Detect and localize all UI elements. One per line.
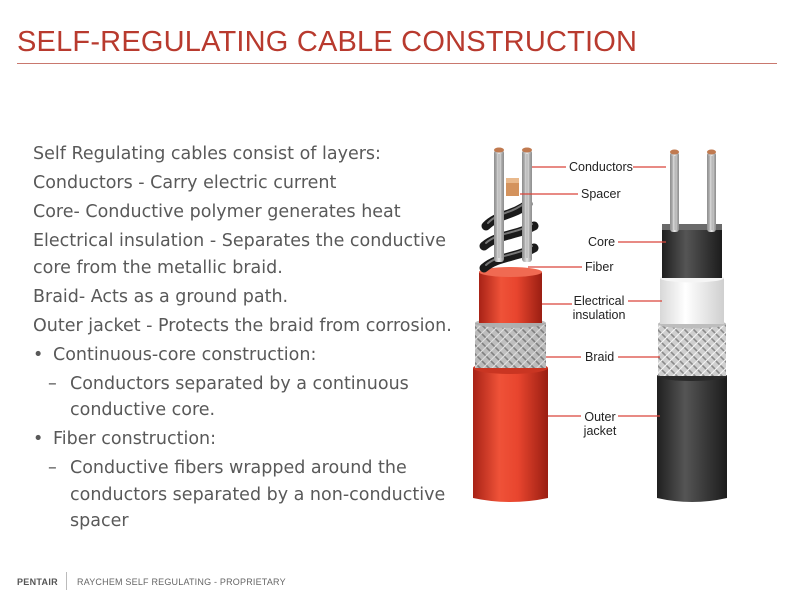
footer-divider xyxy=(66,572,67,590)
footer-text: RAYCHEM SELF REGULATING - PROPRIETARY xyxy=(77,577,286,587)
bullet-fiber-construction: Fiber construction: xyxy=(33,426,473,453)
label-conductors: Conductors xyxy=(569,160,633,174)
bullet-continuous-core: Continuous-core construction: xyxy=(33,342,473,369)
braid-line: Braid- Acts as a ground path. xyxy=(33,286,289,307)
label-outer: Outer xyxy=(584,410,615,424)
label-jacket: jacket xyxy=(583,424,617,438)
jacket-line: Outer jacket - Protects the braid from c… xyxy=(33,315,452,336)
core-line: Core- Conductive polymer generates heat xyxy=(33,202,401,222)
intro-line: Self Regulating cables consist of layers… xyxy=(33,144,381,164)
title-divider xyxy=(17,63,777,64)
body-text: Self Regulating cables consist of layers… xyxy=(33,141,473,537)
sub-bullet-fiber-construction: Conductive fibers wrapped around the con… xyxy=(33,455,473,535)
label-insulation: insulation xyxy=(573,308,626,322)
leader-lines xyxy=(520,166,666,417)
continuous-core-cable xyxy=(657,149,727,502)
label-fiber: Fiber xyxy=(585,260,613,274)
conductors-line: Conductors - Carry electric current xyxy=(33,173,337,193)
label-braid: Braid xyxy=(585,350,614,364)
slide-title: SELF-REGULATING CABLE CONSTRUCTION xyxy=(17,26,638,58)
sub-bullet-continuous-core: Conductors separated by a continuous con… xyxy=(33,371,473,424)
label-spacer: Spacer xyxy=(581,187,621,201)
footer-brand: PENTAIR xyxy=(17,577,58,587)
cable-construction-diagram: Conductors Spacer Core Fiber Electrical … xyxy=(473,147,727,502)
insulation-line: Electrical insulation - Separates the co… xyxy=(33,231,447,278)
fiber-construction-cable xyxy=(473,147,548,502)
label-electrical: Electrical xyxy=(574,294,625,308)
label-core: Core xyxy=(588,235,615,249)
